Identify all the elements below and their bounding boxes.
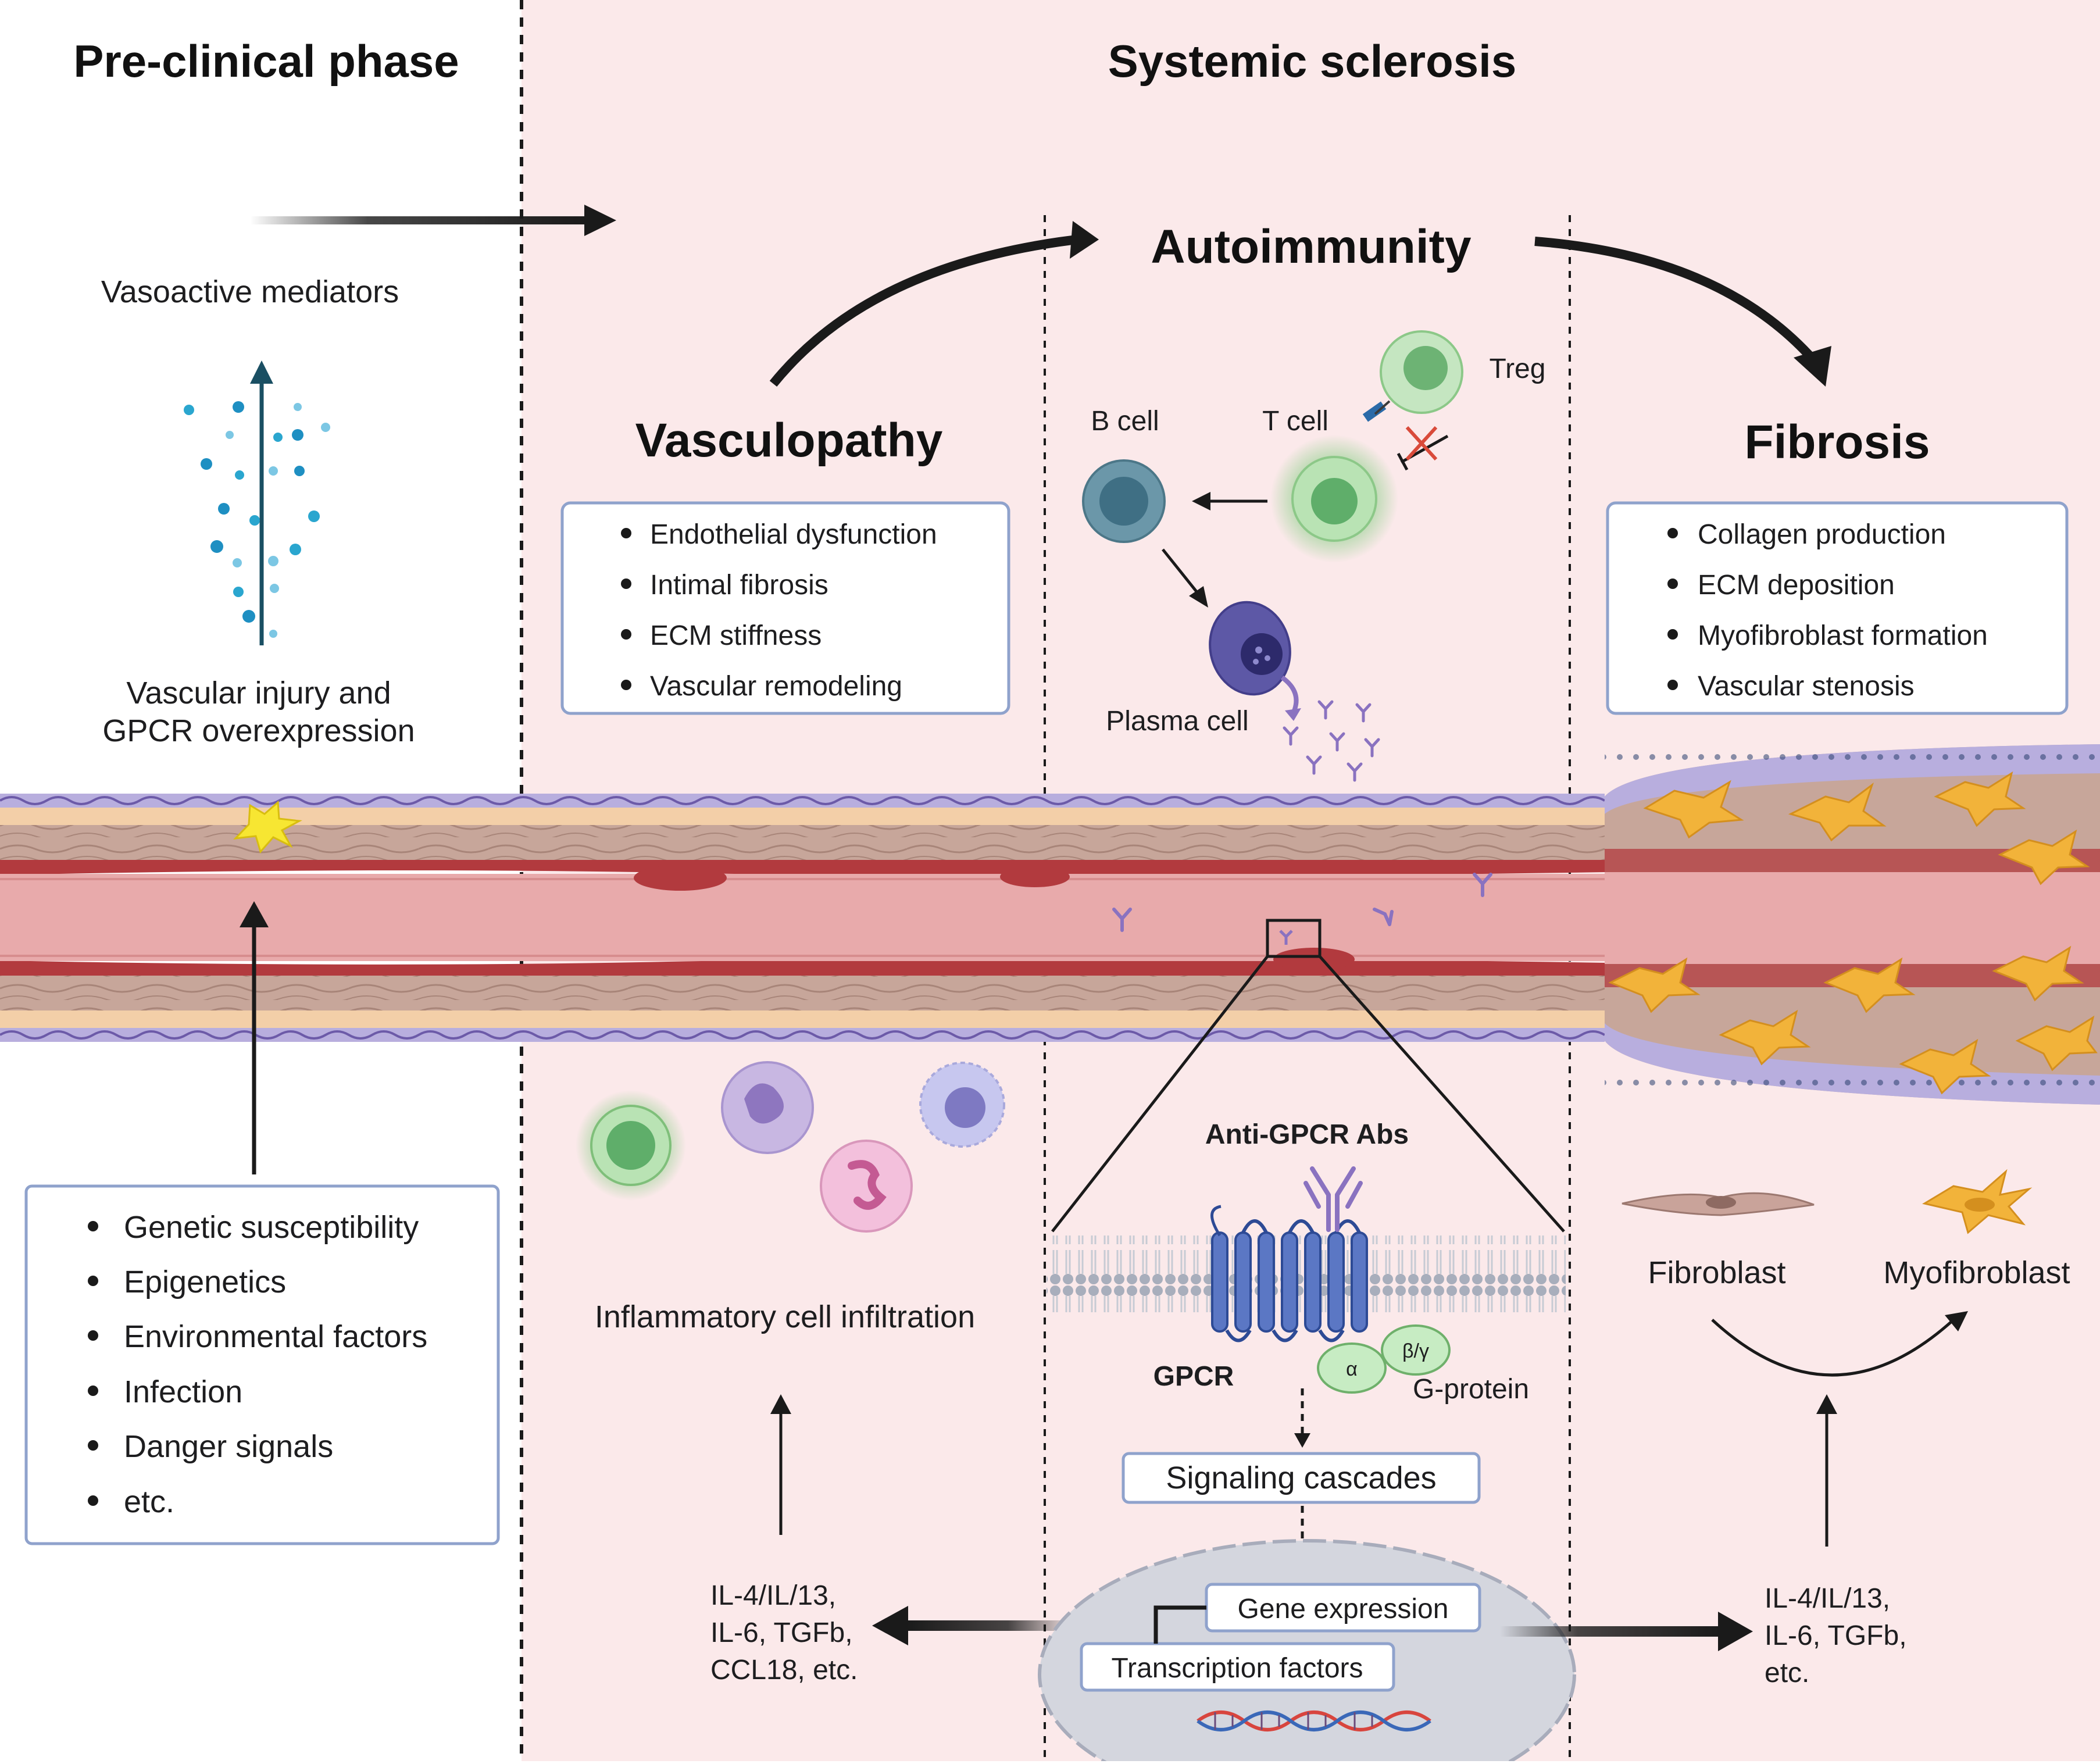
differentiation-arrow: [1711, 1319, 1955, 1377]
fibrosis-title: Fibrosis: [1745, 416, 1930, 469]
inhibition-mark-icon: [1397, 426, 1449, 471]
factors-box: [24, 1184, 500, 1545]
factors-list: Genetic susceptibility Epigenetics Envir…: [88, 1210, 427, 1519]
left-cytokine-arrow-shaft: [907, 1620, 1076, 1631]
zoom-box: [1266, 919, 1322, 958]
b-to-plasma-arrow: [1162, 548, 1199, 594]
treg-label: Treg: [1490, 353, 1546, 384]
right-cytokine-arrow-shaft: [1500, 1626, 1721, 1637]
g-protein-label: G-protein: [1413, 1374, 1529, 1405]
signaling-label: Signaling cascades: [1166, 1461, 1436, 1495]
factor-item: Epigenetics: [124, 1265, 286, 1299]
b-cell: [1082, 459, 1166, 543]
vasc-cytokine-line: CCL18, etc.: [710, 1655, 858, 1686]
injury-label-line1: Vascular injury and: [126, 676, 391, 710]
ssc-heading: Systemic sclerosis: [1108, 35, 1516, 87]
vasculopathy-item: Vascular remodeling: [650, 671, 902, 702]
t-cell: [1270, 435, 1398, 563]
anti-gpcr-antibody-icon: [1303, 1166, 1363, 1232]
myofibroblast-cells: [1608, 771, 2098, 1095]
fibrosis-box: [1606, 501, 2069, 715]
g-betagamma-label: β/γ: [1402, 1340, 1429, 1362]
plasma-cell-label: Plasma cell: [1106, 706, 1248, 737]
plasma-cell: [1209, 601, 1301, 721]
autoimmunity-to-fibrosis-arrow: [1534, 237, 1817, 364]
factor-item: etc.: [124, 1484, 174, 1519]
fibrosis-cytokine-line: IL-4/IL/13,: [1765, 1583, 1890, 1614]
zoom-line-right: [1319, 955, 1565, 1233]
vasculopathy-item: Intimal fibrosis: [650, 570, 828, 601]
fibrosis-cytokine-line: IL-6, TGFb,: [1765, 1620, 1907, 1651]
signaling-box: [1122, 1452, 1481, 1504]
right-cytokine-arrow-head: [1718, 1612, 1753, 1651]
left-cytokine-arrow-head: [872, 1606, 908, 1645]
progression-arrow-shaft: [250, 216, 587, 224]
factor-item: Genetic susceptibility: [124, 1210, 419, 1245]
myofibroblast-label: Myofibroblast: [1883, 1255, 2070, 1290]
dna-icon: [1197, 1711, 1431, 1731]
fibroblast-label: Fibroblast: [1648, 1255, 1785, 1290]
vasculopathy-list: Endothelial dysfunction Intimal fibrosis…: [621, 519, 937, 702]
g-protein: α β/γ: [1317, 1324, 1451, 1394]
zoom-line-left: [1051, 955, 1269, 1233]
fibrosis-item: Vascular stenosis: [1698, 671, 1915, 702]
factor-item: Environmental factors: [124, 1319, 427, 1354]
fibrosis-cytokine-line: etc.: [1765, 1658, 1809, 1688]
transcription-box: [1080, 1642, 1395, 1692]
g-alpha-label: α: [1346, 1358, 1358, 1380]
autoimmunity-title: Autoimmunity: [1151, 220, 1472, 273]
vasculopathy-box: [560, 501, 1010, 715]
treg-cell: [1362, 330, 1463, 422]
mediators-label: Vasoactive mediators: [101, 274, 399, 309]
inflammatory-cells: [576, 1061, 1005, 1233]
vasc-cytokine-line: IL-6, TGFb,: [710, 1617, 853, 1648]
fibrosis-item: ECM deposition: [1698, 570, 1895, 601]
factor-item: Infection: [124, 1374, 242, 1409]
injury-star-icon: [233, 800, 302, 854]
fibrosis-item: Collagen production: [1698, 519, 1946, 550]
fibrosis-item: Myofibroblast formation: [1698, 620, 1988, 651]
t-cell-label: T cell: [1262, 406, 1328, 437]
fibrosis-list: Collagen production ECM deposition Myofi…: [1667, 519, 1988, 702]
preclinical-heading: Pre-clinical phase: [73, 35, 459, 87]
vasculopathy-item: ECM stiffness: [650, 620, 822, 651]
infiltration-label: Inflammatory cell infiltration: [595, 1299, 975, 1334]
mediator-particles: [184, 360, 330, 645]
injury-label-line2: GPCR overexpression: [102, 713, 415, 748]
b-cell-label: B cell: [1091, 406, 1159, 437]
factor-item: Danger signals: [124, 1429, 333, 1464]
gene-expression-label: Gene expression: [1238, 1594, 1449, 1624]
anti-gpcr-label: Anti-GPCR Abs: [1205, 1119, 1409, 1150]
vasculopathy-item: Endothelial dysfunction: [650, 519, 937, 550]
fibroblast-icon: [1622, 1192, 1815, 1216]
transcription-label: Transcription factors: [1111, 1653, 1363, 1684]
blood-vessel: [0, 744, 2100, 1105]
gpcr-label: GPCR: [1153, 1361, 1234, 1392]
antibodies-in-lumen: [1112, 873, 1492, 932]
secreted-antibodies: [1283, 700, 1380, 782]
vasculopathy-title: Vasculopathy: [635, 414, 943, 467]
myofibroblast-icon: [1922, 1169, 2033, 1234]
progression-arrow-head: [584, 205, 616, 236]
vasc-cytokine-line: IL-4/IL/13,: [710, 1580, 836, 1611]
vasc-to-autoimmunity-arrow: [769, 234, 1088, 387]
